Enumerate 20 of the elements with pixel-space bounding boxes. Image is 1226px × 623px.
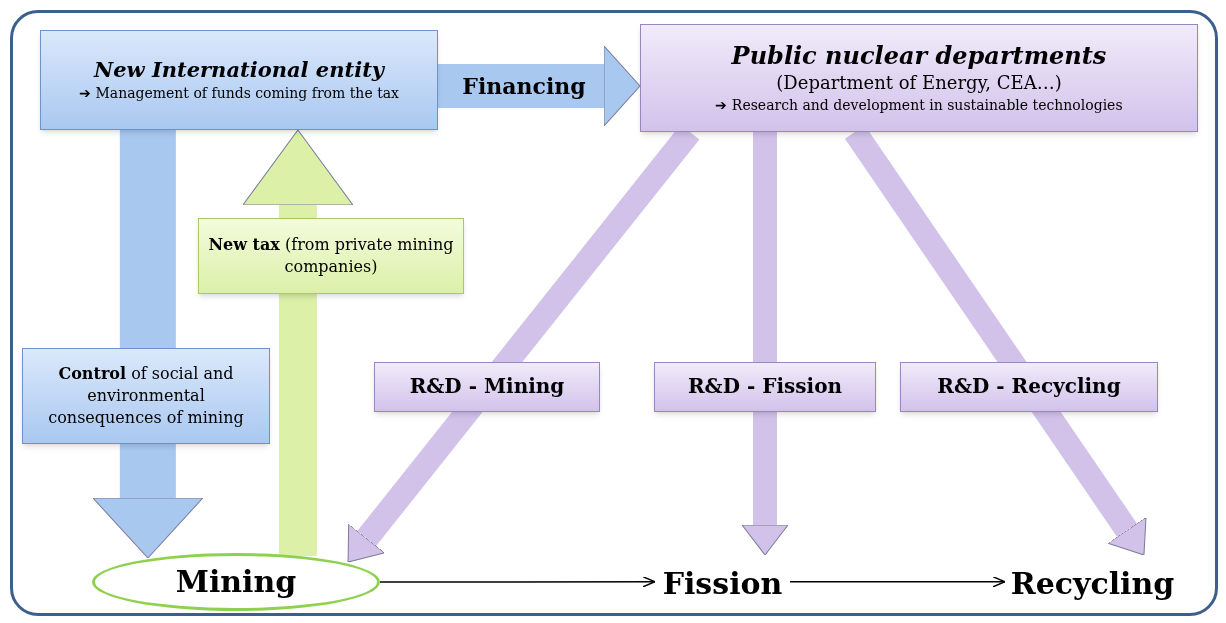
box-text: ➔ Research and development in sustainable technologies — [715, 95, 1123, 115]
edge-label: R&D - Fission — [654, 362, 876, 412]
edge-label: Control of social and environmental consequences of mining — [22, 348, 270, 444]
box-text: ➔ Management of funds coming from the tax — [79, 83, 399, 103]
edge-label: New tax (from private mining companies) — [198, 218, 464, 294]
arrow — [379, 576, 656, 588]
box-title: Public nuclear departments — [731, 41, 1107, 71]
edge-label: R&D - Mining — [374, 362, 600, 412]
entity-box — [40, 30, 438, 130]
edge-label: Financing — [461, 71, 587, 101]
box-title: New International entity — [93, 57, 385, 84]
entity-box — [640, 24, 1198, 132]
block-arrow — [741, 132, 789, 556]
arrow — [789, 576, 1006, 588]
stage-label: Mining — [175, 563, 297, 601]
box-text: (Department of Energy, CEA…) — [776, 71, 1062, 95]
stage-label: Recycling — [1010, 564, 1175, 603]
block-arrow — [438, 45, 641, 127]
stage-label: Fission — [662, 564, 783, 603]
edge-label: R&D - Recycling — [900, 362, 1158, 412]
